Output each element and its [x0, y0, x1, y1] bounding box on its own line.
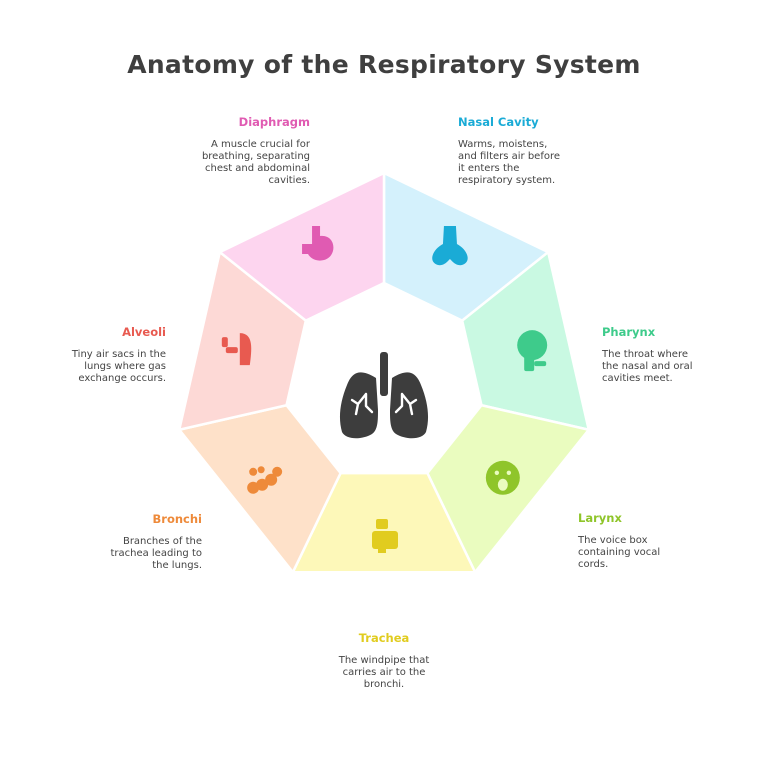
diaphragm-icon — [302, 226, 334, 261]
label-trachea: Trachea — [358, 631, 410, 645]
label-larynx: Larynx — [578, 511, 622, 525]
lungs-icon — [339, 352, 429, 439]
label-bronchi: Bronchi — [152, 512, 202, 526]
label-diaphragm: Diaphragm — [238, 115, 310, 129]
label-alveoli: Alveoli — [122, 325, 166, 339]
desc-trachea: The windpipe that carries air to the bro… — [338, 655, 430, 690]
voice-box-icon — [485, 460, 520, 495]
nose-icon — [432, 226, 468, 266]
page-title: Anatomy of the Respiratory System — [127, 50, 641, 79]
desc-larynx: The voice box containing vocal cords. — [578, 535, 661, 570]
desc-nasal-cavity: Warms, moistens, and filters air before … — [458, 139, 561, 186]
label-pharynx: Pharynx — [602, 325, 656, 339]
desc-pharynx: The throat where the nasal and oral cavi… — [602, 349, 693, 384]
desc-bronchi: Branches of the trachea leading to the l… — [110, 536, 202, 571]
bronchi-icon — [247, 466, 283, 494]
windpipe-icon — [372, 519, 398, 553]
label-nasal-cavity: Nasal Cavity — [458, 115, 539, 129]
segment-diaphragm — [217, 171, 386, 323]
desc-diaphragm: A muscle crucial for breathing, separati… — [201, 139, 310, 186]
head-throat-icon — [517, 330, 548, 372]
desc-alveoli: Tiny air sacs in the lungs where gas exc… — [71, 349, 166, 384]
air-sacs-icon — [221, 333, 252, 366]
